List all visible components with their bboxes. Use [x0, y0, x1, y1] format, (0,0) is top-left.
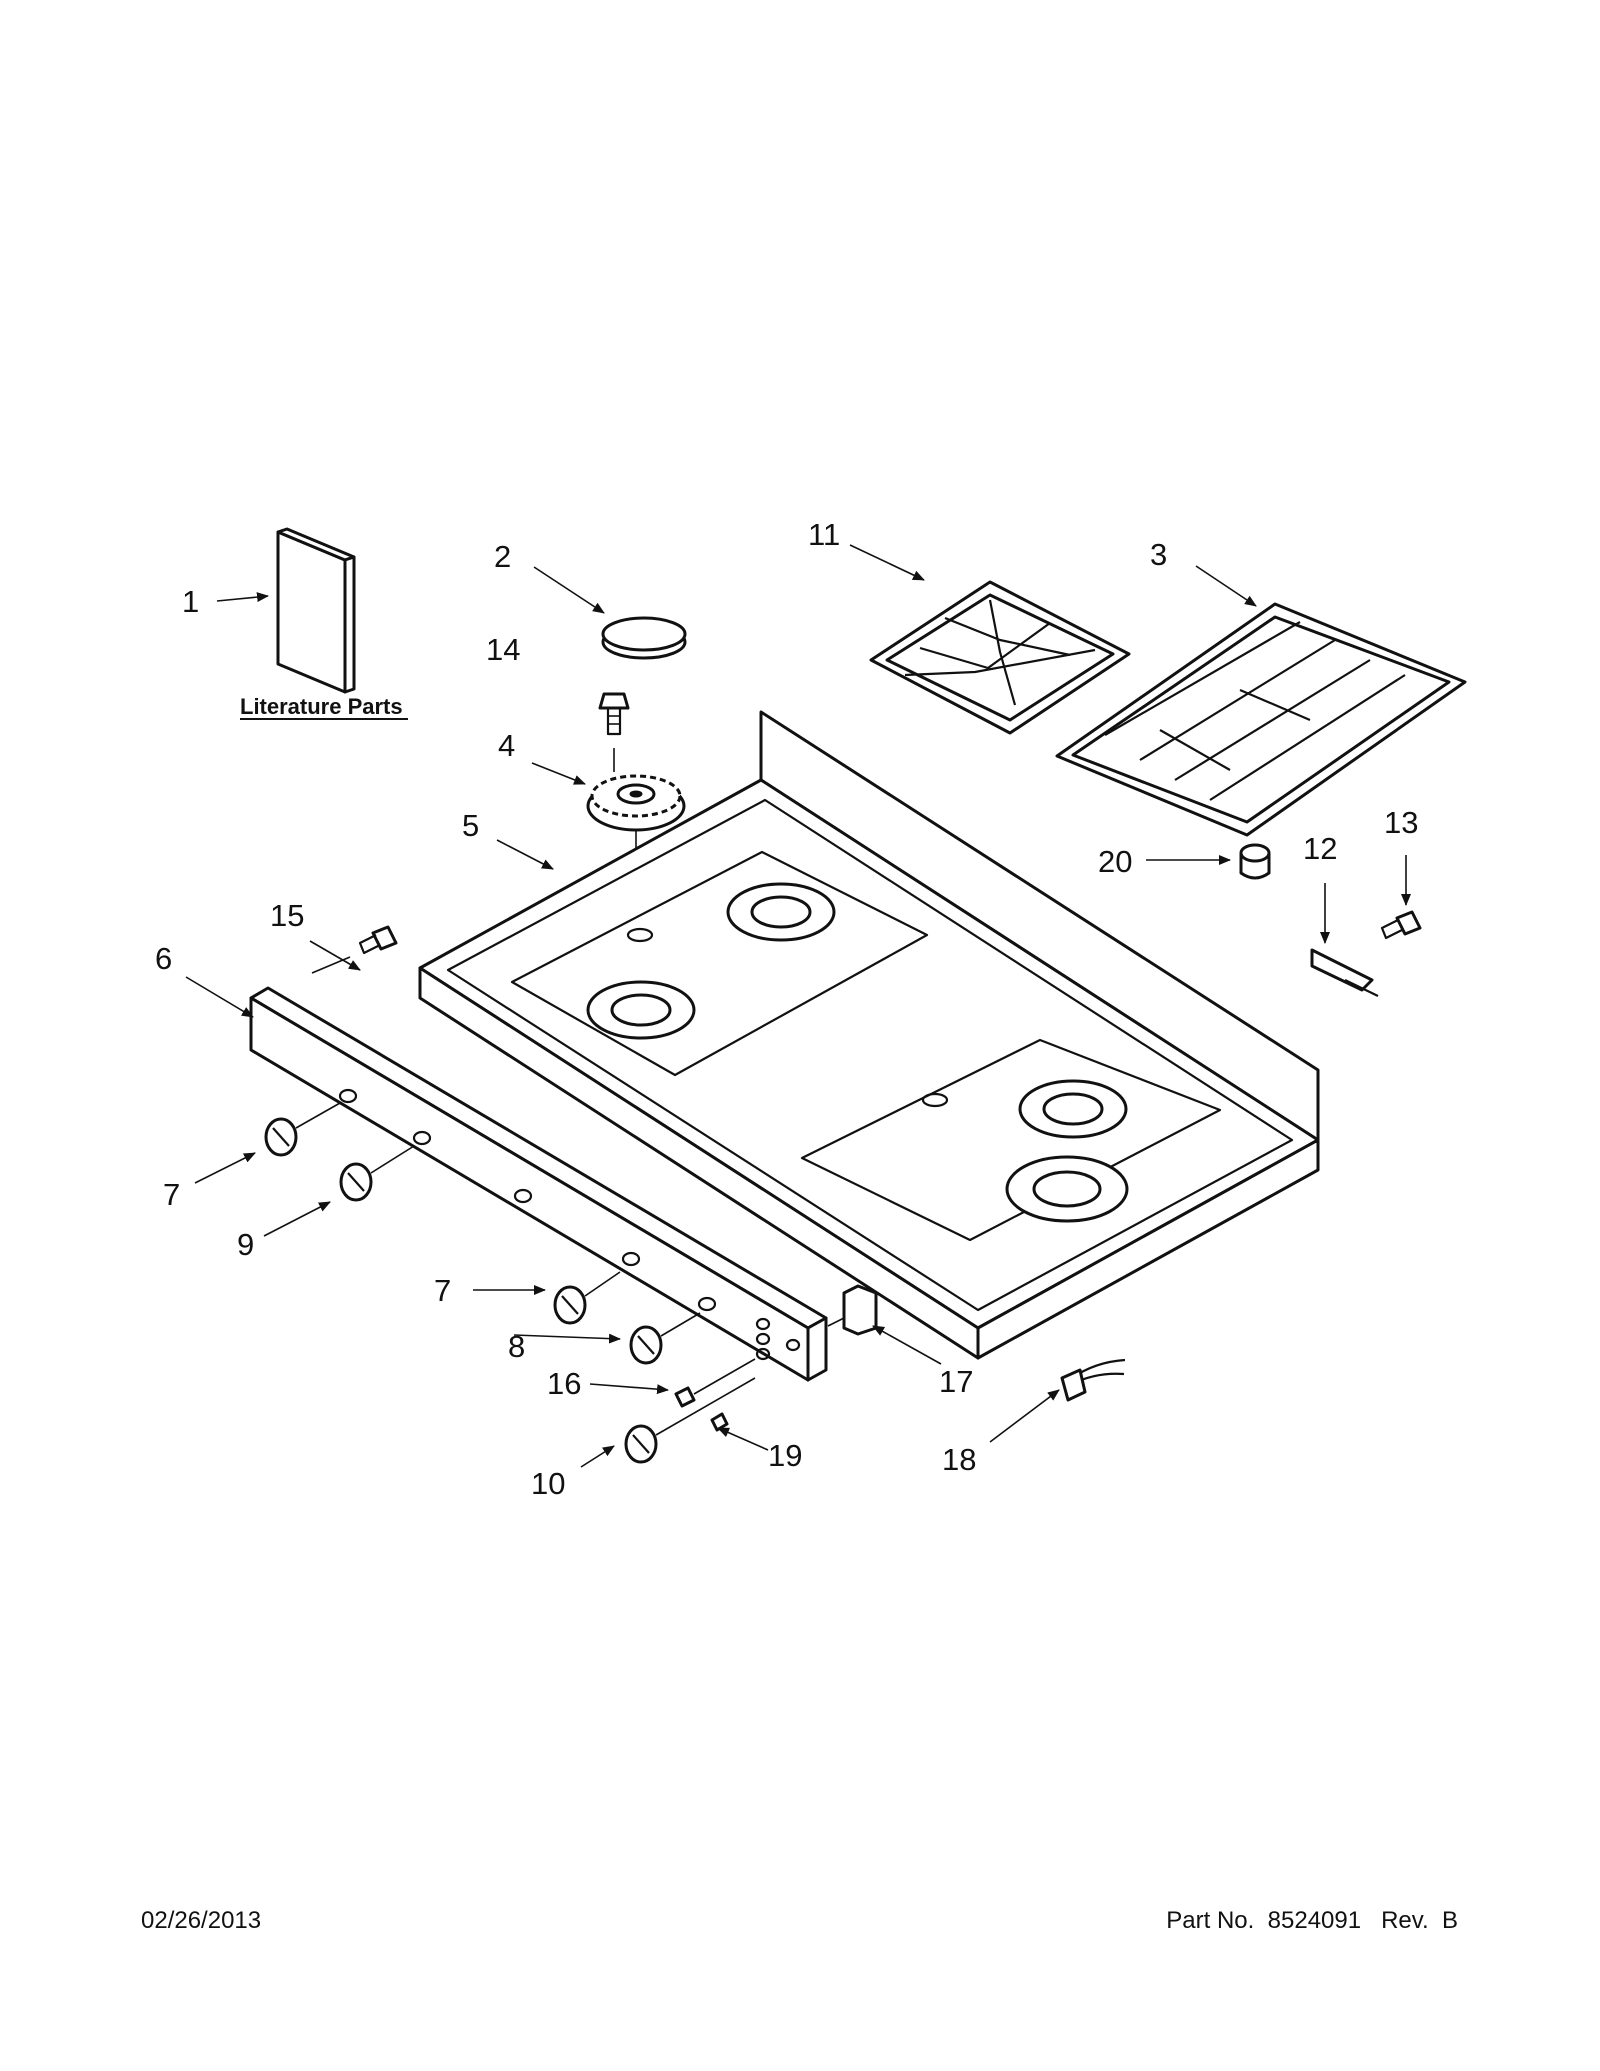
callout-17: 17	[939, 1364, 973, 1399]
callout-12: 12	[1303, 831, 1337, 866]
callout-14: 14	[486, 632, 520, 667]
burner-screw	[598, 692, 630, 772]
single-grate	[869, 580, 1131, 735]
callout-18: 18	[942, 1442, 976, 1477]
knob-8	[629, 1312, 701, 1365]
ignition-switch	[827, 1284, 878, 1336]
callout-7-lower: 7	[434, 1273, 451, 1308]
callout-6: 6	[155, 941, 172, 976]
clip-screw	[1380, 910, 1422, 940]
literature-booklet	[276, 527, 356, 694]
small-screw-19	[710, 1412, 729, 1432]
knob-7-upper	[264, 1102, 341, 1157]
panel-screw	[311, 925, 398, 974]
leader-arrows	[185, 544, 1411, 1468]
burner-cap	[601, 616, 687, 660]
callout-20: 20	[1098, 844, 1132, 879]
wire-harness	[1060, 1358, 1126, 1402]
small-screw-16	[674, 1358, 756, 1408]
cooktop-main-top	[418, 710, 1320, 1360]
callout-13: 13	[1384, 805, 1418, 840]
callout-4: 4	[498, 728, 515, 763]
callout-2: 2	[494, 539, 511, 574]
knob-7-lower	[553, 1271, 621, 1325]
control-panel	[249, 986, 828, 1382]
grate-foot	[1239, 843, 1271, 880]
callout-16: 16	[547, 1366, 581, 1401]
callout-5: 5	[462, 808, 479, 843]
callout-19: 19	[768, 1438, 802, 1473]
callout-3: 3	[1150, 537, 1167, 572]
callout-11: 11	[808, 517, 840, 552]
knob-9	[339, 1145, 415, 1202]
callout-15: 15	[270, 898, 304, 933]
callout-7-upper: 7	[163, 1177, 180, 1212]
callout-8: 8	[508, 1329, 525, 1364]
double-grate	[1055, 602, 1467, 837]
callout-1: 1	[182, 584, 199, 619]
footer-date: 02/26/2013	[141, 1907, 261, 1934]
callout-9: 9	[237, 1227, 254, 1262]
burner-base	[586, 774, 686, 832]
literature-parts-label: Literature Parts	[240, 694, 403, 719]
callout-10: 10	[531, 1466, 565, 1501]
footer-part-number: Part No. 8524091 Rev. B	[1166, 1907, 1458, 1934]
bracket-clip	[1310, 948, 1379, 997]
knob-10	[624, 1377, 756, 1464]
